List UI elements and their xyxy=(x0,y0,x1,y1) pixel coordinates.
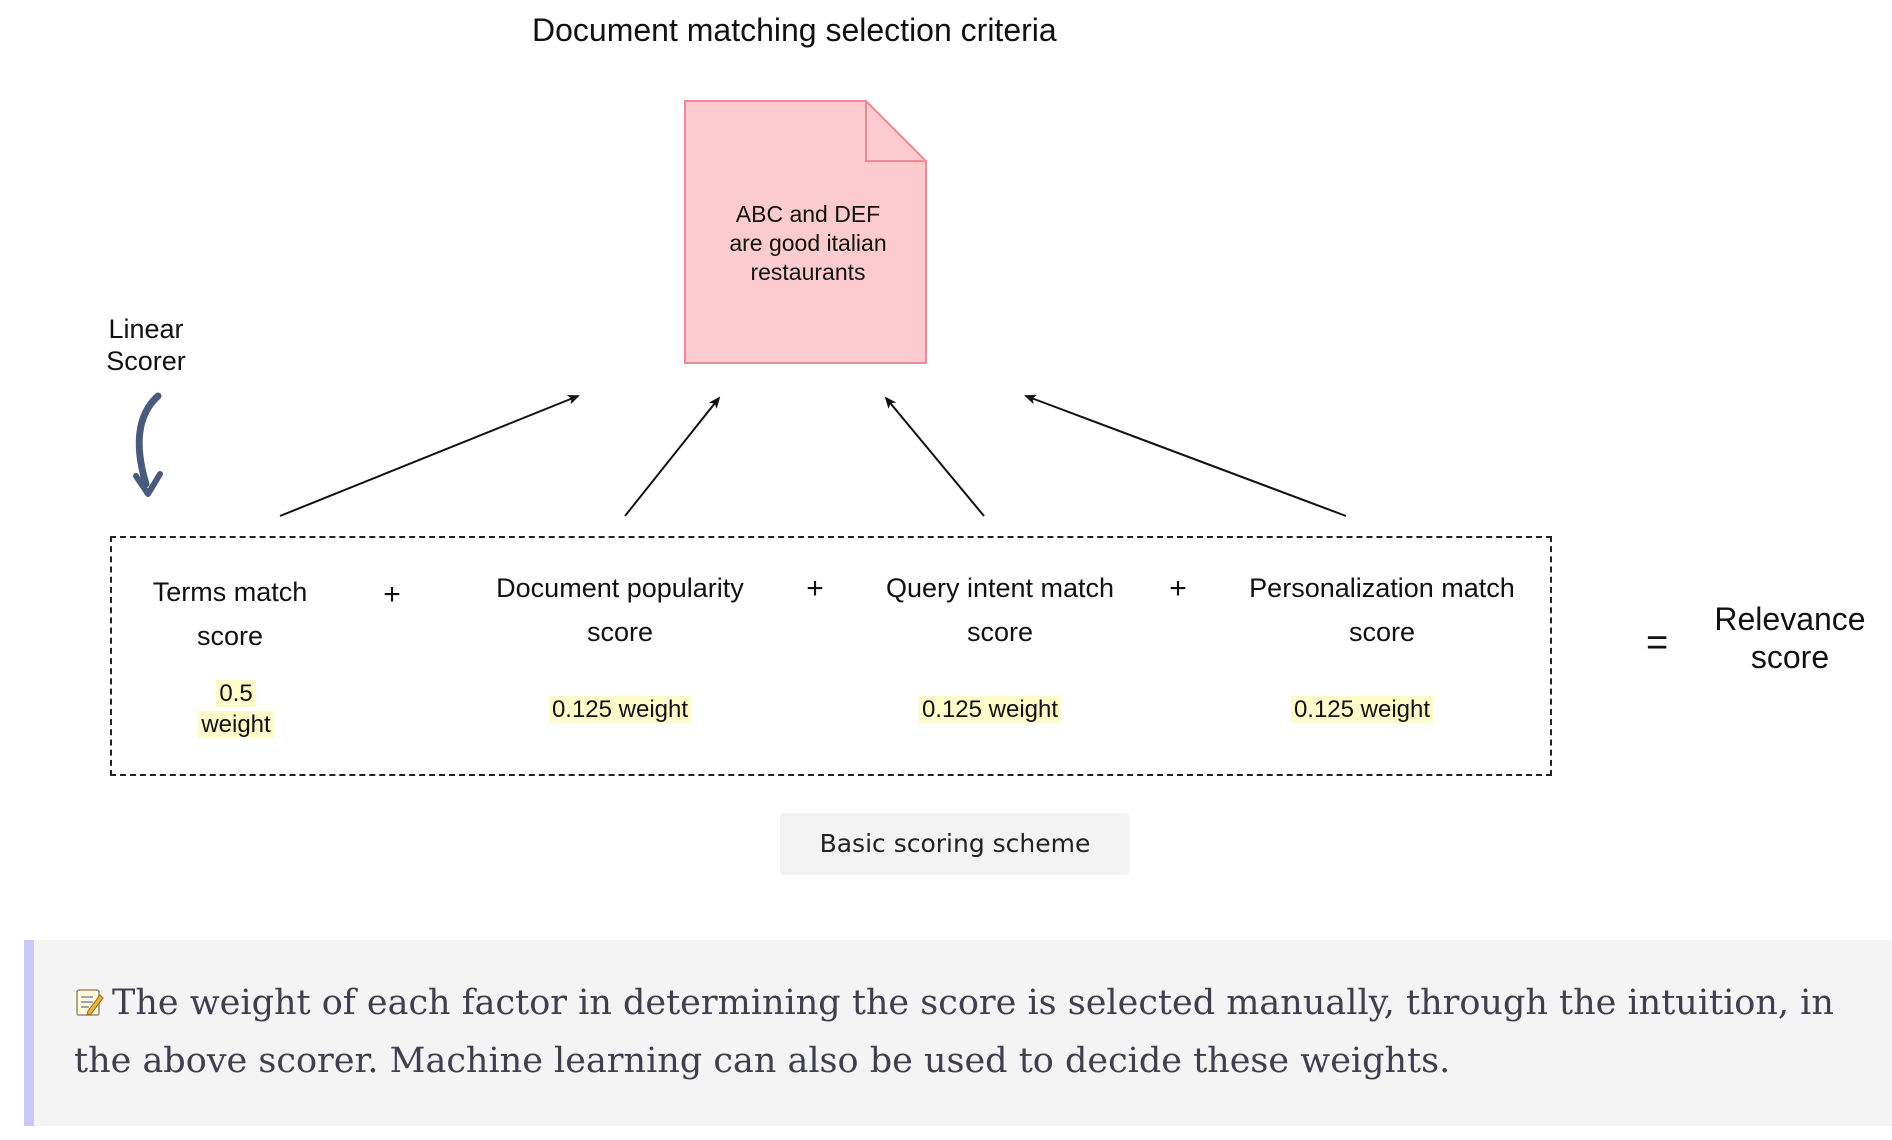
factor-terms-match-label: Terms match score xyxy=(130,570,330,658)
factor-personalization-label: Personalization match score xyxy=(1222,566,1542,654)
plus-operator: + xyxy=(383,578,401,611)
memo-icon xyxy=(76,989,104,1016)
weight-value: 0.5 xyxy=(216,680,256,707)
note-callout xyxy=(24,940,1892,1126)
factor-label-line: score xyxy=(1348,617,1416,647)
weight-value: 0.125 weight xyxy=(1290,696,1434,723)
curved-down-arrow-icon xyxy=(133,392,163,497)
factor-query-intent-weight: 0.125 weight xyxy=(890,694,1090,725)
linear-scorer-label: Linear Scorer xyxy=(96,313,196,377)
factor-document-popularity-label: Document popularity score xyxy=(470,566,770,654)
weight-unit: weight xyxy=(198,711,274,738)
factor-label-line: Terms match xyxy=(152,577,308,607)
relevance-line: Relevance xyxy=(1714,601,1866,637)
arrow-personalization-to-document xyxy=(1024,394,1347,517)
figure-caption: Basic scoring scheme xyxy=(780,813,1130,875)
weight-value: 0.125 weight xyxy=(918,696,1062,723)
plus-operator: + xyxy=(806,572,824,605)
document-fold xyxy=(865,101,926,162)
note-text-block: The weight of each factor in determining… xyxy=(74,974,1854,1090)
arrow-intent-to-document xyxy=(884,396,985,517)
document-shape xyxy=(684,100,927,364)
factor-label-line: Query intent match xyxy=(885,573,1115,603)
document-text-line: are good italian xyxy=(729,230,887,256)
factor-query-intent-label: Query intent match score xyxy=(860,566,1140,654)
linear-scorer-line: Linear xyxy=(108,314,184,344)
factors-box xyxy=(110,536,1552,776)
weight-line: 0.5 xyxy=(186,678,286,709)
document-text: ABC and DEF are good italian restaurants xyxy=(686,200,930,287)
document-text-line: ABC and DEF xyxy=(735,201,881,227)
arrow-popularity-to-document xyxy=(624,396,721,517)
factor-terms-match-weight: 0.5 weight xyxy=(186,678,286,740)
relevance-line: score xyxy=(1750,639,1830,675)
weight-value: 0.125 weight xyxy=(548,696,692,723)
factor-label-line: score xyxy=(196,621,264,651)
factor-label-line: score xyxy=(966,617,1034,647)
plus-operator: + xyxy=(1169,572,1187,605)
factor-personalization-weight: 0.125 weight xyxy=(1262,694,1462,725)
linear-scorer-line: Scorer xyxy=(106,346,186,376)
equals-operator: = xyxy=(1646,622,1669,664)
relevance-score-label: Relevance score xyxy=(1690,600,1890,676)
note-text: The weight of each factor in determining… xyxy=(74,983,1834,1081)
factor-label-line: score xyxy=(586,617,654,647)
weight-line: weight xyxy=(186,709,286,740)
arrow-terms-to-document xyxy=(279,395,580,517)
factor-label-line: Document popularity xyxy=(496,573,744,603)
factor-document-popularity-weight: 0.125 weight xyxy=(520,694,720,725)
factor-label-line: Personalization match xyxy=(1249,573,1515,603)
diagram-title: Document matching selection criteria xyxy=(532,12,1057,48)
document-text-line: restaurants xyxy=(750,259,866,285)
